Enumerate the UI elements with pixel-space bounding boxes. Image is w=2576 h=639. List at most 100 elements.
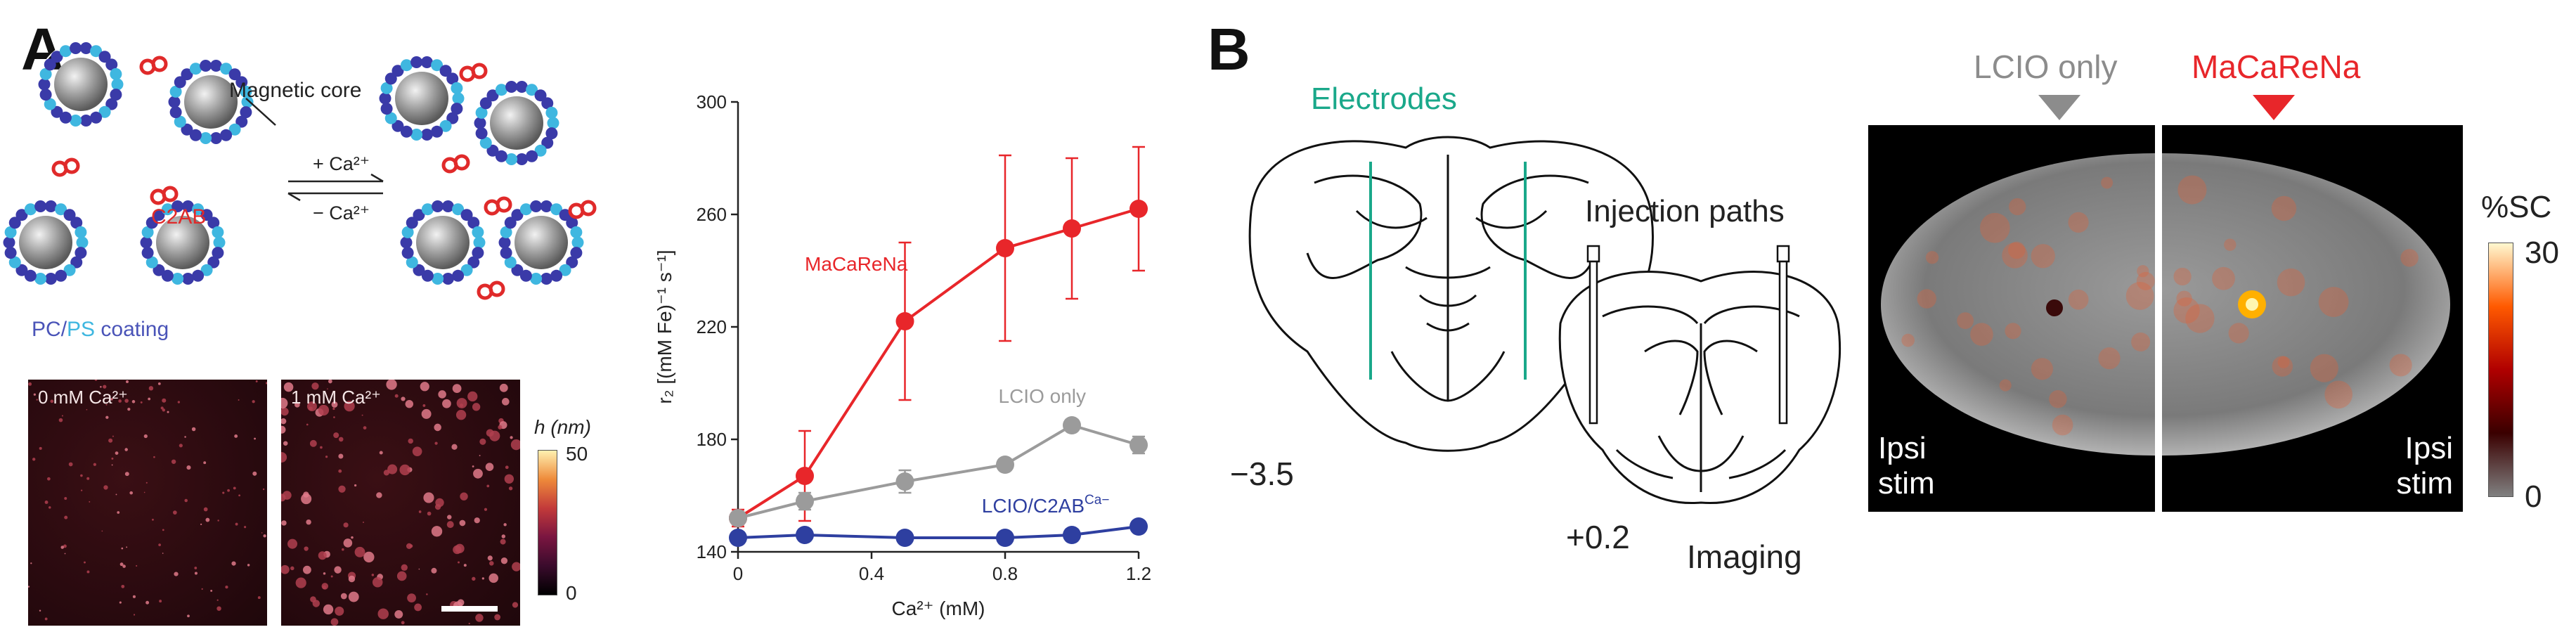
activation-blob [1970, 323, 1993, 346]
afm-particle [409, 544, 413, 548]
afm-particle [306, 401, 317, 412]
afm-particle [173, 510, 177, 515]
ca-minus-label: − Ca²⁺ [313, 202, 370, 224]
afm-particle [203, 507, 208, 512]
afm-particle [479, 438, 486, 445]
lcio-only-label: LCIO only [1974, 49, 2118, 85]
afm-particle [338, 469, 342, 473]
afm-particle [486, 484, 490, 488]
lcio-arrowhead [2038, 95, 2080, 120]
afm-particle [486, 429, 494, 437]
y-tick-label: 140 [697, 541, 727, 562]
scale-bar [441, 606, 498, 612]
afm-image-0mM: 0 mM Ca²⁺ [28, 380, 267, 626]
afm-particle [117, 511, 120, 514]
afm-particle [157, 382, 161, 385]
afm-particle [508, 486, 513, 491]
afm-particle [44, 617, 48, 621]
afm-particle [363, 551, 375, 563]
afm-particle [498, 425, 503, 430]
data-point [1063, 526, 1081, 544]
afm-particle [330, 618, 339, 626]
afm-particle [306, 423, 309, 426]
afm-particle [122, 564, 126, 568]
afm-particle [431, 567, 437, 574]
nanoparticle [474, 80, 559, 166]
activation-blob [2310, 354, 2338, 382]
afm-particle [140, 401, 143, 404]
afm-particle [371, 574, 375, 576]
data-point [996, 239, 1014, 257]
afm-particle [343, 538, 353, 548]
afm-particle [472, 465, 474, 467]
afm-particle [431, 526, 443, 537]
y-axis-title: r₂ [(mM Fe)⁻¹ s⁻¹] [654, 250, 675, 404]
afm-particle [334, 566, 342, 574]
afm-particle [68, 462, 73, 467]
afm-particle [103, 485, 108, 490]
afm-particle [33, 393, 36, 396]
afm-particle [238, 494, 240, 497]
afm-particle [484, 508, 488, 511]
afm-0mM-label: 0 mM Ca²⁺ [38, 387, 128, 408]
afm-particle [372, 576, 383, 588]
afm-particle [354, 546, 365, 557]
afm-particle [323, 572, 326, 575]
afm-particle [318, 401, 321, 404]
afm-particle [152, 518, 154, 521]
nanoparticles [3, 41, 584, 285]
afm-particle [330, 575, 333, 578]
activation-blob [2173, 267, 2192, 286]
afm-particle [472, 576, 476, 581]
afm-particle [327, 388, 328, 390]
afm-particle [216, 599, 219, 601]
afm-particle [510, 439, 520, 451]
afm-particle [125, 380, 129, 383]
afm-particle [333, 416, 335, 418]
afm-particle [64, 515, 68, 519]
afm-particle [281, 452, 287, 463]
afm-particle [28, 586, 30, 588]
afm-particle [479, 455, 481, 457]
afm-particle [328, 380, 332, 384]
data-point [796, 526, 814, 544]
imaging-label: Imaging [1687, 538, 1802, 575]
afm-particle [401, 396, 406, 401]
afm-particle [335, 606, 344, 616]
afm-particle [143, 491, 145, 493]
afm-particle [377, 608, 389, 619]
injection-path-right [1776, 245, 1790, 425]
c2ab-molecule [150, 186, 179, 205]
afm-particle [463, 564, 467, 567]
afm-particle [504, 474, 514, 484]
coord-front-label: +0.2 [1566, 519, 1630, 555]
afm-particle [136, 564, 138, 567]
c2ab-molecule [459, 63, 488, 82]
activation-blob [2131, 332, 2151, 351]
ca-plus-label: + Ca²⁺ [313, 153, 370, 174]
afm-colorbar-max: 50 [566, 443, 588, 465]
afm-particle [89, 501, 91, 503]
afm-particle [167, 411, 169, 413]
data-point [1130, 200, 1148, 218]
activation-blob [2068, 289, 2089, 310]
afm-particle [262, 488, 265, 491]
afm-particle [86, 570, 90, 574]
afm-particle [44, 501, 48, 504]
afm-particle [210, 589, 213, 592]
afm-particle [222, 491, 225, 494]
afm-particle [148, 386, 154, 391]
afm-particle [84, 561, 86, 564]
afm-particle [179, 444, 183, 448]
afm-particle [348, 575, 356, 583]
afm-particle [143, 434, 148, 439]
afm-particle [361, 414, 363, 416]
sc-colorbar-max: 30 [2525, 235, 2559, 270]
afm-particle [255, 380, 258, 382]
afm-1mM-label: 1 mM Ca²⁺ [291, 387, 381, 408]
c2ab-molecule [51, 157, 80, 177]
afm-particle [80, 489, 83, 491]
afm-particle [451, 444, 458, 450]
afm-particle [184, 436, 186, 438]
